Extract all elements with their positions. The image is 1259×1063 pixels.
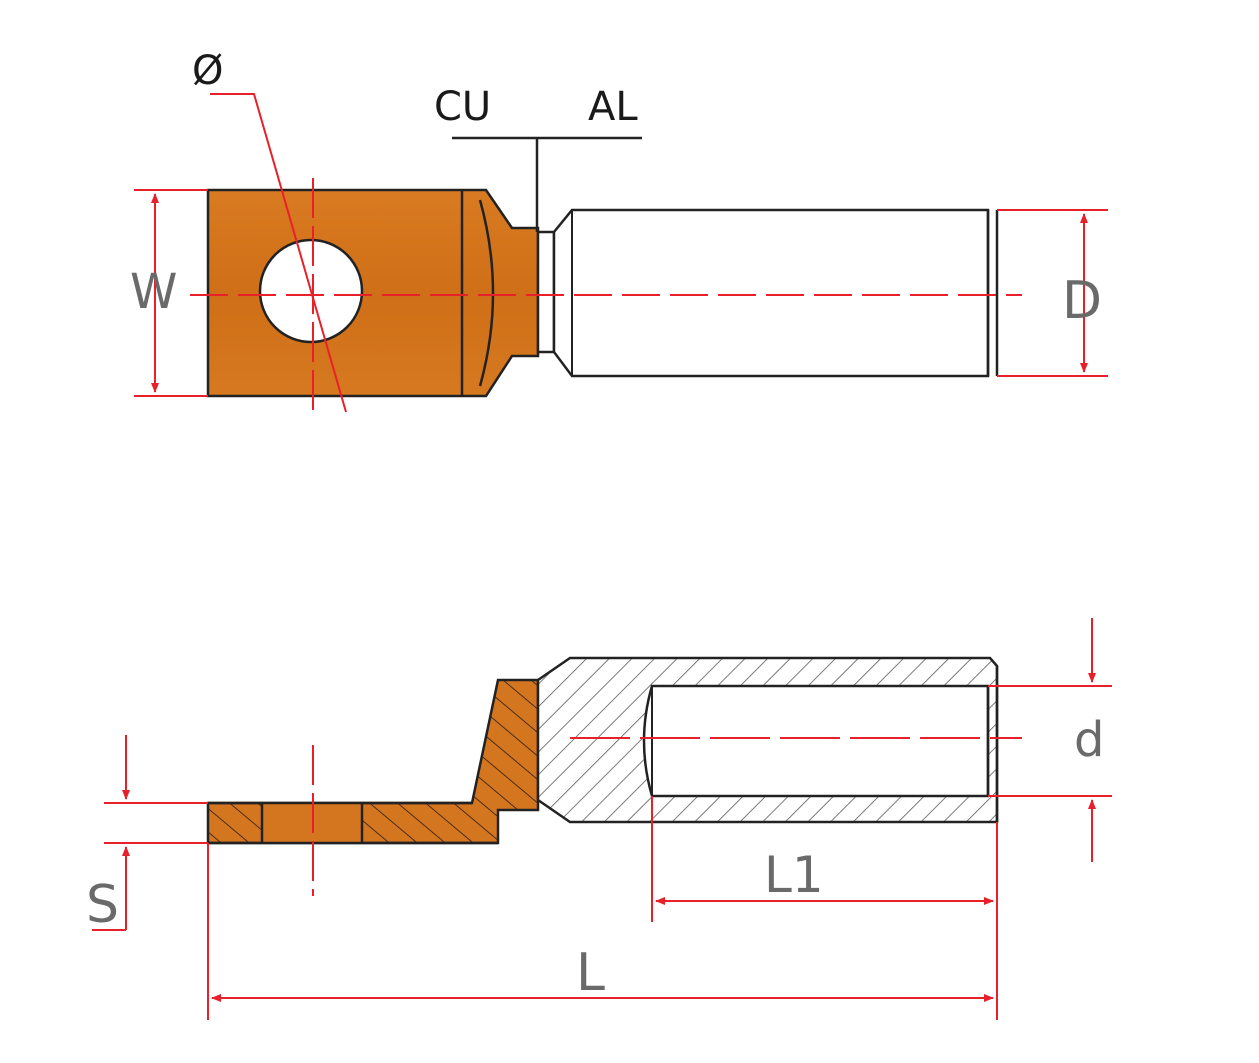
aluminium-barrel [552,208,990,378]
inner-diameter-label: d [1074,712,1104,768]
barrel-diameter-label: D [1062,271,1102,331]
thickness-label: S [86,875,119,935]
copper-label: CU [434,84,491,130]
hole-diameter-label: Ø [192,48,223,94]
top-view [134,93,1108,418]
width-label: W [130,264,177,320]
copper-palm [206,188,540,398]
copper-section [206,678,540,845]
aluminium-label: AL [588,84,638,130]
barrel-length-label: L1 [764,846,824,904]
inner-bore [642,684,990,798]
bimetal-joint [536,230,556,354]
side-view [92,618,1112,1020]
total-length-label: L [576,943,605,1003]
